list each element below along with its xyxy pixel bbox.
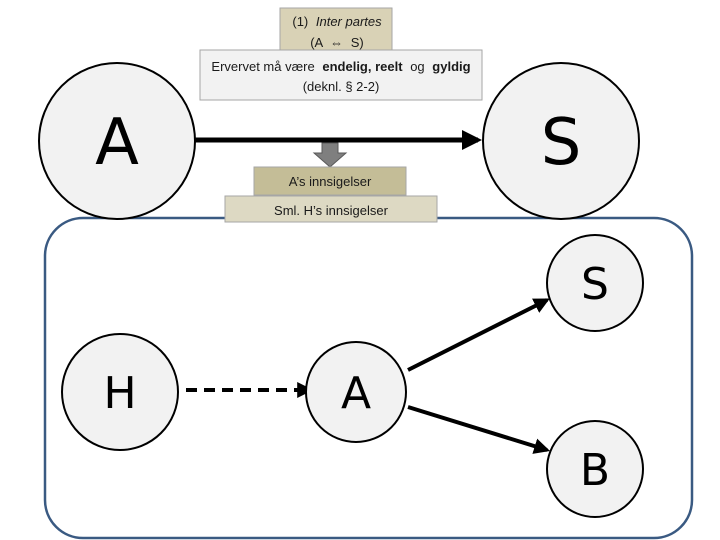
node-h: H: [61, 333, 179, 451]
inter-partes-box: (1) Inter partes (A ⇔ S): [279, 7, 393, 55]
heading-sub-right: S): [351, 35, 364, 50]
node-b-bottom: B: [546, 420, 644, 518]
arrow-a-to-s-bottom: [407, 298, 550, 372]
heading-sub-left: (A: [310, 35, 323, 50]
defense-a-label: A’s innsigelser: [289, 174, 372, 189]
heading-number: (1): [292, 14, 308, 29]
node-s-top-label: S: [541, 106, 582, 180]
requirement-box: Ervervet må være endelig, reelt og gyldi…: [199, 49, 483, 101]
node-s-top: S: [482, 62, 640, 220]
node-a-top: A: [38, 62, 196, 220]
gray-down-arrow-icon: [312, 142, 348, 168]
requirement-bold-2: gyldig: [432, 59, 470, 74]
double-arrow-icon: ⇔: [330, 35, 343, 50]
requirement-ref: (deknl. § 2-2): [303, 79, 380, 94]
node-s-bottom: S: [546, 234, 644, 332]
defense-a-box: A’s innsigelser: [253, 166, 407, 196]
node-a-bottom: A: [305, 341, 407, 443]
node-h-label: H: [103, 368, 136, 419]
requirement-og: og: [410, 59, 424, 74]
arrow-a-to-b-bottom: [407, 405, 551, 454]
requirement-bold: endelig, reelt: [322, 59, 403, 74]
defense-h-label: Sml. H’s innsigelser: [274, 203, 389, 218]
inter-partes-heading: (1) Inter partes: [292, 14, 382, 29]
node-s-bottom-label: S: [581, 259, 609, 310]
defense-h-box: Sml. H’s innsigelser: [224, 195, 438, 223]
inter-partes-sub: (A ⇔ S): [310, 35, 364, 50]
requirement-line-1: Ervervet må være endelig, reelt og gyldi…: [211, 59, 470, 74]
node-a-top-label: A: [95, 106, 139, 180]
requirement-prefix: Ervervet må være: [211, 59, 314, 74]
node-b-bottom-label: B: [580, 445, 610, 496]
heading-italic: Inter partes: [316, 14, 382, 29]
node-a-bottom-label: A: [341, 368, 371, 419]
